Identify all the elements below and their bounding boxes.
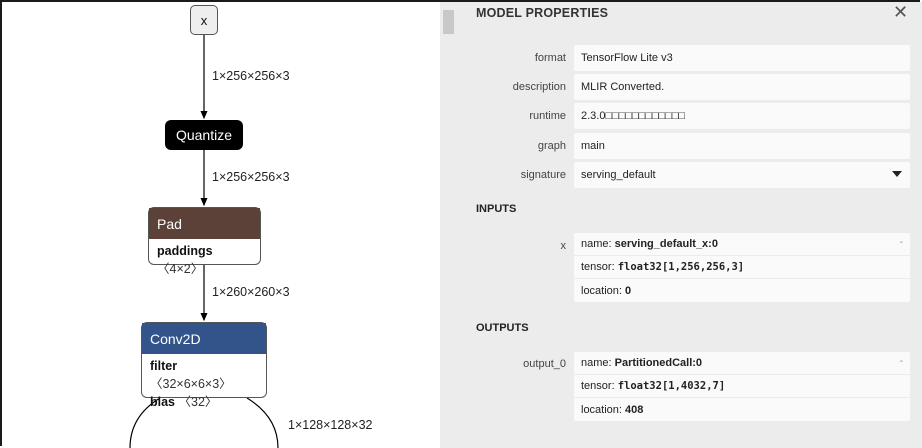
prop-value-runtime-text: 2.3.0□□□□□□□□□□□□ [581, 110, 686, 122]
pad-attr-shape: 〈4×2〉 [157, 262, 204, 276]
prop-value-format-text: TensorFlow Lite v3 [581, 52, 673, 64]
quantize-node[interactable]: Quantize [165, 120, 243, 150]
output-0-name-prefix: name: [581, 357, 615, 369]
pad-node-attributes: paddings 〈4×2〉 [149, 239, 260, 281]
graph-canvas[interactable]: x 1×256×256×3 Quantize 1×256×256×3 Pad p… [2, 2, 440, 448]
input-node-label: x [200, 12, 208, 28]
prop-value-description: MLIR Converted. [574, 74, 910, 100]
prop-value-graph: main [574, 133, 910, 159]
chevron-down-icon [892, 171, 902, 177]
pad-node[interactable]: Pad paddings 〈4×2〉 [148, 207, 261, 276]
prop-label-description: description [512, 81, 566, 93]
conv2d-bias-name: bias [150, 395, 176, 409]
outputs-section-title: OUTPUTS [476, 322, 529, 334]
prop-value-runtime: 2.3.0□□□□□□□□□□□□ [574, 103, 910, 129]
prop-label-signature: signature [520, 169, 566, 181]
input-label-x: x [560, 240, 567, 252]
conv2d-filter-name: filter [150, 359, 178, 373]
edge-conv-right [246, 397, 279, 448]
output-0-tensor: float32[1,4032,7] [617, 380, 726, 392]
output-0-location: 408 [625, 403, 644, 416]
output-0-collapse-toggle[interactable]: - [899, 356, 903, 367]
output-0-tensor-row: tensor: float32[1,4032,7] [574, 375, 910, 398]
conv2d-node-header: Conv2D [142, 323, 266, 354]
edge-conv-left [129, 397, 161, 448]
conv2d-bias-shape: 〈32〉 [178, 395, 218, 409]
input-x-location-prefix: location: [581, 284, 626, 297]
prop-label-runtime: runtime [529, 110, 566, 122]
input-x-collapse-toggle[interactable]: - [899, 237, 903, 248]
output-0-location-row: location: 408 [574, 398, 910, 421]
signature-select-value: serving_default [581, 169, 656, 181]
conv2d-node[interactable]: Conv2D filter 〈32×6×6×3〉 bias 〈32〉 [141, 322, 267, 409]
input-node-x[interactable]: x [190, 5, 218, 35]
pad-node-title: Pad [157, 215, 182, 232]
edge-label-4: 1×128×128×32 [288, 418, 373, 432]
output-0-name: PartitionedCall:0 [614, 357, 703, 369]
input-x-tensor: float32[1,256,256,3] [617, 261, 745, 273]
panel-scrollbar[interactable] [440, 2, 457, 448]
edge-label-1: 1×256×256×3 [212, 69, 290, 83]
graph-edges [129, 35, 279, 448]
output-0-details: - name: PartitionedCall:0 tensor: float3… [574, 352, 910, 421]
input-x-name-row: name: serving_default_x:0 [574, 233, 910, 256]
input-x-location: 0 [625, 284, 632, 297]
input-x-tensor-prefix: tensor: [581, 261, 618, 273]
conv2d-bias-row: bias 〈32〉 [150, 393, 258, 411]
input-x-details: - name: serving_default_x:0 tensor: floa… [574, 233, 910, 302]
conv2d-filter-shape: 〈32×6×6×3〉 [150, 377, 232, 391]
conv2d-node-title: Conv2D [150, 330, 201, 347]
conv2d-node-attributes: filter 〈32×6×6×3〉 bias 〈32〉 [142, 354, 266, 414]
output-0-location-prefix: location: [581, 403, 626, 416]
prop-label-graph: graph [537, 140, 566, 152]
output-0-tensor-prefix: tensor: [581, 380, 618, 392]
panel-scrollbar-thumb[interactable] [443, 10, 454, 34]
edge-label-3: 1×260×260×3 [212, 285, 290, 299]
output-label-output-0: output_0 [523, 358, 566, 370]
quantize-node-label: Quantize [175, 127, 233, 143]
close-icon[interactable]: ✕ [893, 2, 909, 22]
prop-value-format: TensorFlow Lite v3 [574, 45, 910, 71]
input-x-name: serving_default_x:0 [614, 238, 718, 250]
edge-label-2: 1×256×256×3 [212, 170, 290, 184]
panel-title: MODEL PROPERTIES [476, 6, 609, 20]
input-x-name-prefix: name: [581, 238, 615, 250]
prop-label-format: format [534, 52, 566, 64]
conv2d-filter-row: filter 〈32×6×6×3〉 [150, 357, 258, 393]
signature-select[interactable]: serving_default [574, 162, 910, 188]
prop-value-graph-text: main [581, 140, 605, 152]
inputs-section-title: INPUTS [476, 203, 517, 215]
model-properties-panel: MODEL PROPERTIES ✕ format TensorFlow Lit… [440, 2, 922, 448]
input-x-tensor-row: tensor: float32[1,256,256,3] [574, 256, 910, 279]
prop-value-description-text: MLIR Converted. [581, 81, 665, 93]
pad-attr-name: paddings [157, 244, 213, 258]
input-x-location-row: location: 0 [574, 279, 910, 302]
pad-node-header: Pad [149, 208, 260, 239]
output-0-name-row: name: PartitionedCall:0 [574, 352, 910, 375]
